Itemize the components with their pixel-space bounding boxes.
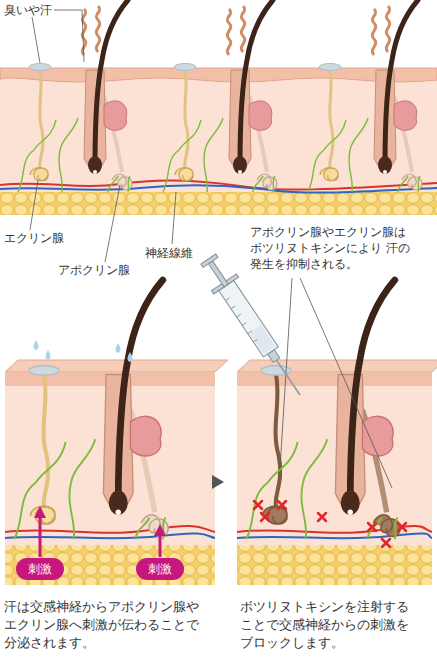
blood-vessel <box>5 526 215 533</box>
leader-line <box>30 180 38 230</box>
stimulus-text: 刺激 <box>28 561 52 578</box>
block-x <box>278 501 286 509</box>
odor-wave <box>386 6 389 52</box>
sweat-drop <box>128 352 133 362</box>
odor-waves <box>82 6 389 55</box>
blood-vessel <box>237 533 432 538</box>
stimulus-badge: 刺激 <box>16 558 64 580</box>
leader-line <box>105 185 120 262</box>
leader-line <box>300 278 392 488</box>
sweat-drop <box>46 350 51 360</box>
block-marks <box>254 501 406 547</box>
scale-ticks <box>225 298 257 342</box>
odor-wave <box>241 6 244 52</box>
odor-wave <box>96 6 99 52</box>
part-label: アポクリン腺 <box>58 262 148 278</box>
leader-line <box>172 192 176 244</box>
annotation-note: アポクリン腺やエクリン腺は ボツリヌトキシンにより 汗の発生を抑制される。 <box>250 224 416 272</box>
fat-layer <box>5 545 215 585</box>
stimulus-badge: 刺激 <box>136 558 184 580</box>
fat-layer <box>237 545 432 585</box>
plunger-head <box>201 254 218 267</box>
caption-note: ボツリヌトキシンを注射する ことで交感神経からの刺激を ブロックします。 <box>240 598 420 652</box>
sweat-drops <box>34 340 133 362</box>
leader-lines <box>280 278 392 488</box>
gland-unit <box>308 0 422 192</box>
sweat-drop <box>34 340 39 350</box>
fat-layer <box>0 192 437 215</box>
stimulus-arrow <box>39 512 42 557</box>
block-x <box>382 539 390 547</box>
syringe-barrel <box>219 281 279 357</box>
block-x <box>368 523 376 531</box>
gland-unit <box>246 280 400 539</box>
stimulus-arrow <box>159 530 162 557</box>
next-arrow <box>212 475 224 489</box>
dermis <box>237 372 432 545</box>
leader-lines <box>30 10 176 262</box>
part-label: 臭いや汗 <box>4 2 64 18</box>
block-x <box>318 513 326 521</box>
blood-vessel <box>5 533 215 538</box>
part-label: エクリン腺 <box>4 230 84 246</box>
top-panel <box>0 0 437 262</box>
gland-unit <box>18 0 132 192</box>
needle <box>277 360 300 395</box>
plunger-rod <box>208 261 228 287</box>
odor-wave <box>227 9 230 55</box>
sweat-drop <box>116 343 121 353</box>
gland-unit <box>163 0 277 192</box>
part-label: 神経線維 <box>145 245 215 261</box>
bottom-left-panel <box>5 280 228 585</box>
dermis <box>0 74 437 194</box>
leader-line <box>54 10 84 62</box>
epidermis <box>0 68 437 82</box>
gland-unit <box>14 280 168 539</box>
syringe-liquid <box>249 325 275 354</box>
caption-note: 汗は交感神経からアポクリン腺や エクリン腺へ刺激が伝わることで 分泌されます。 <box>4 598 212 652</box>
leader-line <box>32 17 40 63</box>
odor-wave <box>372 9 375 55</box>
bottom-right-panel <box>196 251 437 585</box>
stimulus-text: 刺激 <box>148 561 172 578</box>
block-x <box>398 523 406 531</box>
blood-vessel <box>0 185 437 193</box>
block-x <box>261 513 269 521</box>
block-x <box>254 501 262 509</box>
syringe <box>196 251 313 404</box>
